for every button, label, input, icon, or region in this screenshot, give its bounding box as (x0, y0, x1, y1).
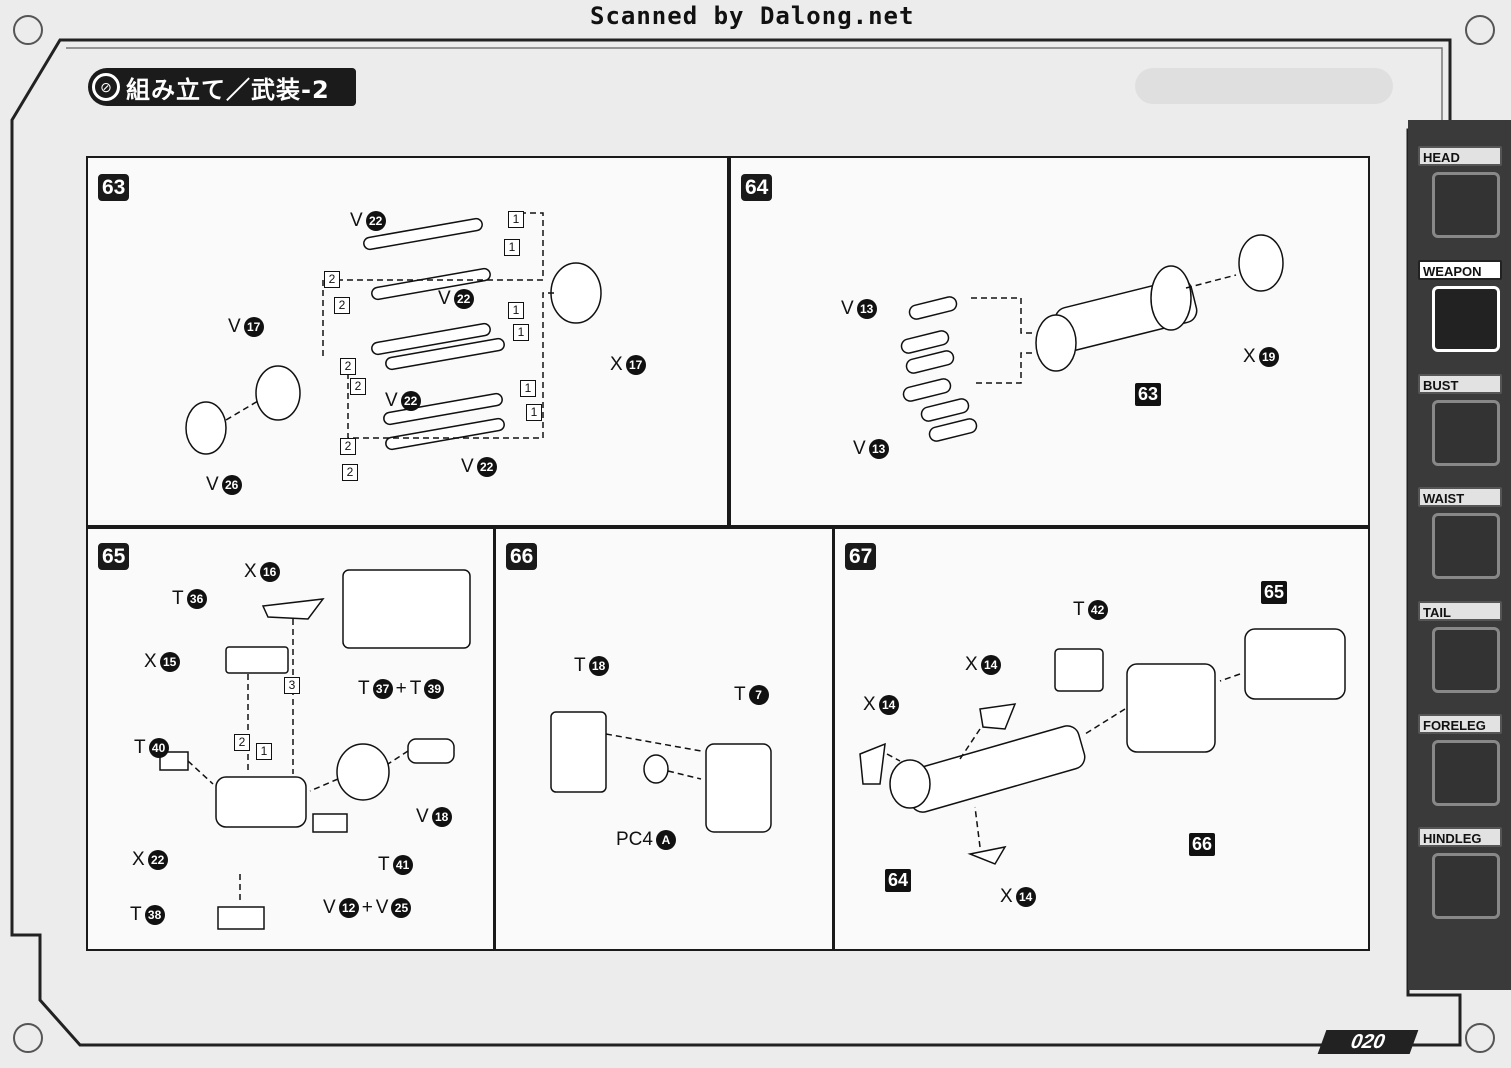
page-number: 020 (1317, 1030, 1419, 1054)
step-number: 64 (741, 174, 773, 201)
wrench-icon: ⊘ (92, 73, 120, 101)
waist-icon (1432, 513, 1500, 579)
sequence-number: 3 (284, 677, 300, 694)
sequence-number: 1 (508, 302, 524, 319)
watermark: Scanned by Dalong.net (590, 2, 915, 30)
step-reference: 63 (1135, 383, 1162, 406)
step-67-illustration (859, 628, 1346, 865)
sequence-number: 2 (350, 378, 366, 395)
step-66-illustration (550, 711, 772, 833)
sequence-number: 1 (520, 380, 536, 397)
weapon-icon (1432, 286, 1500, 352)
step-number: 66 (506, 543, 538, 570)
tab-tail[interactable]: TAIL (1418, 601, 1504, 699)
sequence-number: 2 (234, 734, 250, 751)
sequence-number: 2 (340, 358, 356, 375)
hindleg-icon (1432, 853, 1500, 919)
sequence-number: 2 (340, 438, 356, 455)
section-title: 組み立て／武装-2 (126, 75, 330, 104)
tab-label: HINDLEG (1418, 827, 1502, 847)
ghost-print (1135, 68, 1393, 104)
sequence-number: 1 (508, 211, 524, 228)
step-number: 67 (845, 543, 877, 570)
step-reference: 64 (885, 869, 912, 892)
tab-label: BUST (1418, 374, 1502, 394)
sequence-number: 2 (324, 271, 340, 288)
sequence-number: 1 (526, 404, 542, 421)
step-63-illustration (185, 212, 602, 455)
sequence-number: 2 (334, 297, 350, 314)
step-64-illustration (900, 234, 1284, 442)
sequence-number: 1 (256, 743, 272, 760)
foreleg-icon (1432, 740, 1500, 806)
tab-head[interactable]: HEAD (1418, 146, 1504, 244)
sequence-number: 2 (342, 464, 358, 481)
sequence-number: 1 (513, 324, 529, 341)
bust-icon (1432, 400, 1500, 466)
section-title-badge: ⊘ 組み立て／武装-2 (88, 68, 356, 106)
tab-label: WAIST (1418, 487, 1502, 507)
tab-label: TAIL (1418, 601, 1502, 621)
step-65-illustration (159, 569, 471, 930)
tail-icon (1432, 627, 1500, 693)
step-reference: 66 (1189, 833, 1216, 856)
step-reference: 65 (1261, 581, 1288, 604)
tab-label: FORELEG (1418, 714, 1502, 734)
sequence-number: 1 (504, 239, 520, 256)
tab-bust[interactable]: BUST (1418, 374, 1504, 472)
tab-label: HEAD (1418, 146, 1502, 166)
step-number: 63 (98, 174, 130, 201)
tab-hindleg[interactable]: HINDLEG (1418, 827, 1504, 925)
head-icon (1432, 172, 1500, 238)
tab-weapon[interactable]: WEAPON (1418, 260, 1504, 358)
tab-foreleg[interactable]: FORELEG (1418, 714, 1504, 812)
step-number: 65 (98, 543, 130, 570)
tab-waist[interactable]: WAIST (1418, 487, 1504, 585)
tab-label: WEAPON (1418, 260, 1502, 280)
